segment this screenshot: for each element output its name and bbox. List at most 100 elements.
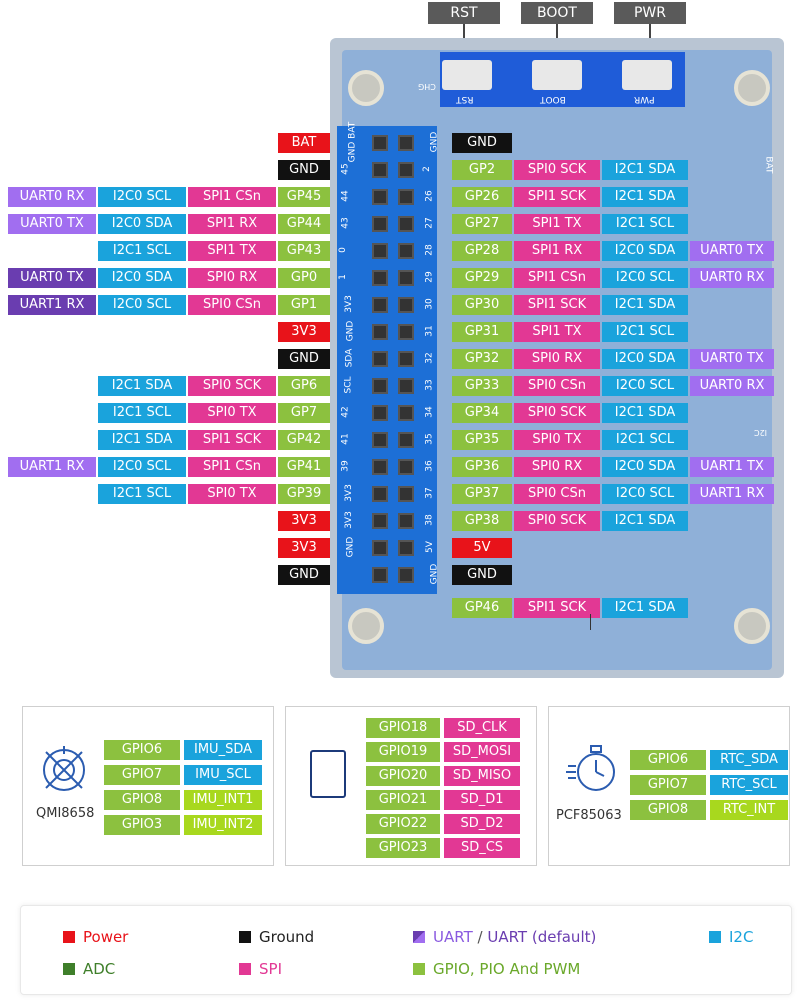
pin-tag-spi: SPI1 SCK (514, 295, 600, 315)
pin-tag-spi: SPI0 SCK (514, 160, 600, 180)
rst-label: RST (428, 2, 500, 24)
pin-tag-i2c: I2C1 SDA (602, 598, 688, 618)
pin-tag-gpio: GP30 (452, 295, 512, 315)
header-silk-label: 45 (340, 163, 351, 175)
legend-gpio: GPIO, PIO And PWM (413, 960, 580, 978)
header-pin (372, 486, 388, 502)
pin-tag-uart: UART0 RX (690, 376, 774, 396)
stopwatch-icon (566, 745, 615, 791)
box-tag-gpio: GPIO7 (104, 765, 180, 785)
pin-tag-power: 3V3 (278, 322, 330, 342)
header-silk-label: 35 (424, 433, 435, 445)
header-pin (372, 405, 388, 421)
header-pin (398, 432, 414, 448)
box-tag-gpio: GPIO23 (366, 838, 440, 858)
pin-tag-power: 3V3 (278, 511, 330, 531)
pin-tag-i2c: I2C1 SCL (98, 484, 186, 504)
pin-tag-uart: UART0 TX (8, 214, 96, 234)
pin-tag-power: 3V3 (278, 538, 330, 558)
pin-tag-spi: SPI0 CSn (514, 376, 600, 396)
pin-tag-i2c: I2C1 SDA (602, 160, 688, 180)
pin-tag-uart: UART1 TX (690, 457, 774, 477)
pin-tag-gpio: GP42 (278, 430, 330, 450)
header-silk-label: GND (429, 563, 440, 585)
header-silk-label: 30 (424, 298, 435, 310)
pin-tag-gpio: GP43 (278, 241, 330, 261)
header-silk-label: 29 (424, 271, 435, 283)
header-silk-label: 36 (424, 460, 435, 472)
sd-card-icon (310, 750, 346, 798)
pin-tag-i2c: I2C0 SCL (602, 376, 688, 396)
pin-tag-i2c: I2C0 SDA (98, 268, 186, 288)
header-silk-label: 5V (424, 541, 435, 553)
legend-i2c-label: I2C (729, 928, 754, 946)
pin-tag-spi: SPI1 SCK (514, 187, 600, 207)
legend-uart-label: UART (433, 928, 473, 946)
mount-hole (734, 70, 770, 106)
header-pin (398, 567, 414, 583)
box-tag-i2c: RTC_SCL (710, 775, 788, 795)
header-silk-label: 3V3 (343, 295, 354, 313)
gp46-leader (590, 614, 596, 630)
box-tag-gpio: GPIO7 (630, 775, 706, 795)
header-silk-label: 0 (337, 247, 348, 253)
pin-tag-gpio: GP44 (278, 214, 330, 234)
silk-chg: CHG (418, 82, 436, 91)
box-tag-gpio: GPIO8 (104, 790, 180, 810)
pin-tag-spi: SPI1 SCK (188, 430, 276, 450)
header-pin (372, 378, 388, 394)
header-silk-label: 42 (340, 406, 351, 418)
header-silk-label: 27 (424, 217, 435, 229)
header-pin (372, 540, 388, 556)
pwr-label: PWR (614, 2, 686, 24)
header-pin (398, 297, 414, 313)
header-pin (398, 216, 414, 232)
silk-rst: RST (456, 94, 474, 104)
header-pin (372, 189, 388, 205)
legend-spi: SPI (239, 960, 282, 978)
legend-gpio-label: GPIO, PIO And PWM (433, 960, 581, 978)
header-silk-label: 41 (340, 433, 351, 445)
pin-tag-spi: SPI0 SCK (514, 403, 600, 423)
header-silk-label: GND (429, 131, 440, 153)
legend-power-label: Power (83, 928, 129, 946)
header-pin (398, 378, 414, 394)
pin-tag-spi: SPI1 CSn (188, 457, 276, 477)
pin-tag-i2c: I2C1 SDA (98, 430, 186, 450)
legend-ground: Ground (239, 928, 314, 946)
box-tag-spi: SD_D1 (444, 790, 520, 810)
pin-tag-power: 5V (452, 538, 512, 558)
pin-tag-gnd: GND (452, 133, 512, 153)
header-pin (398, 135, 414, 151)
pin-tag-gpio: GP45 (278, 187, 330, 207)
header-pin (372, 567, 388, 583)
pin-tag-i2c: I2C0 SCL (98, 457, 186, 477)
header-pin (372, 243, 388, 259)
box-tag-gpio: GPIO22 (366, 814, 440, 834)
header-silk-label: GND BAT (347, 121, 358, 163)
header-silk-label: GND (345, 536, 356, 558)
pin-tag-spi: SPI0 RX (514, 349, 600, 369)
pin-tag-gpio: GP7 (278, 403, 330, 423)
header-silk-label: 43 (340, 217, 351, 229)
pin-tag-spi: SPI0 CSn (514, 484, 600, 504)
pin-tag-gpio: GP26 (452, 187, 512, 207)
box-tag-gpio: GPIO3 (104, 815, 180, 835)
box-tag-gpio: GPIO8 (630, 800, 706, 820)
header-pin (372, 270, 388, 286)
header-silk-label: 26 (424, 190, 435, 202)
header-pin (372, 351, 388, 367)
pin-tag-gpio: GP2 (452, 160, 512, 180)
pin-tag-spi: SPI1 RX (188, 214, 276, 234)
header-pin (398, 405, 414, 421)
pin-tag-gpio: GP38 (452, 511, 512, 531)
box-tag-spi: SD_MOSI (444, 742, 520, 762)
pin-tag-i2c: I2C0 SDA (98, 214, 186, 234)
imu-chip-name: QMI8658 (36, 806, 95, 821)
header-pin (398, 189, 414, 205)
header-pin (398, 324, 414, 340)
pin-tag-gpio: GP29 (452, 268, 512, 288)
pin-tag-i2c: I2C1 SCL (98, 241, 186, 261)
pin-tag-spi: SPI1 SCK (514, 598, 600, 618)
pin-tag-uart: UART1 RX (690, 484, 774, 504)
